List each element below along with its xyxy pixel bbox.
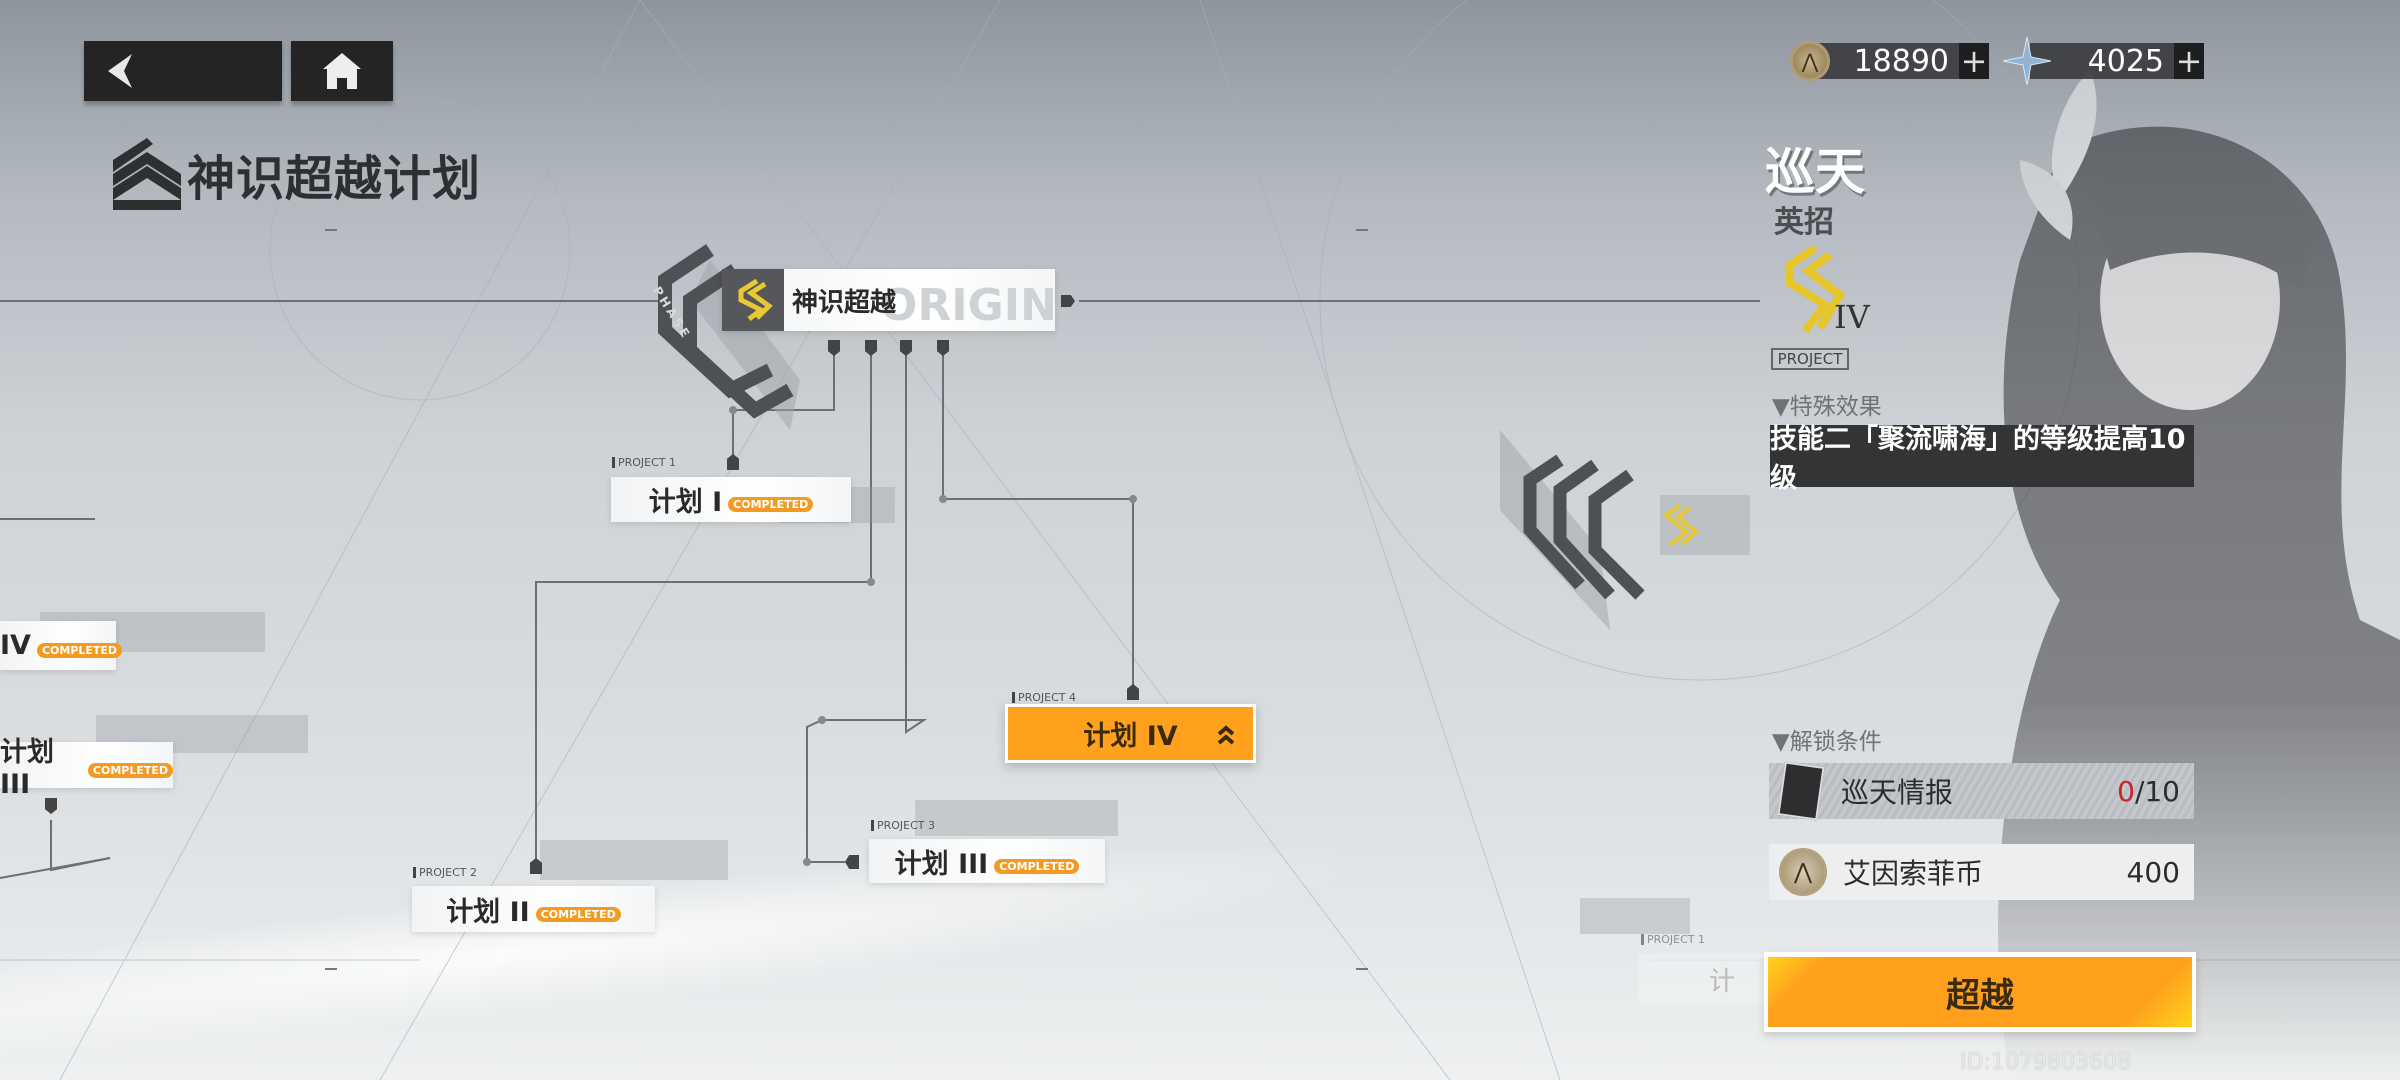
project-4-tag: PROJECT 4 [1012,692,1076,703]
connector-port [828,340,840,356]
coin-icon: ⋀ [1779,848,1827,896]
main-node-shenshi[interactable]: 神识超越 [722,269,1055,331]
unlock-item-intel[interactable]: 巡天情报 0/10 [1769,761,2194,821]
completed-badge: COMPLETED [994,858,1080,874]
project-1-node[interactable]: 计划 I COMPLETED [611,477,851,522]
add-coin-button[interactable]: + [1959,42,1989,80]
player-id: ID:1079803608 [1960,1050,2131,1075]
currency-crystal-bar: 4025 + [2030,42,2204,80]
home-icon [323,53,361,89]
connector-lines [0,300,1760,879]
special-effect-text: 技能二「聚流啸海」的等级提高10级 [1770,424,2194,494]
node-shadow [540,840,728,880]
project-1-tag: PROJECT 1 [612,457,676,468]
phase-logo-decoration [658,244,800,430]
character-portrait [1998,70,2400,1080]
faded-project-tag: PROJECT 1 [1641,934,1705,945]
faded-project-node: 计 [1639,954,1769,1004]
special-effect-header: ▼特殊效果 [1772,394,1882,420]
project-4-node-selected[interactable]: 计划 IV [1005,704,1256,763]
chevron-left-icon [108,54,132,88]
character-name: 巡天 [1765,143,1865,201]
coin-icon: ⋀ [1790,41,1830,81]
project-2-node[interactable]: 计划 II COMPLETED [412,886,655,932]
connector-port [865,340,877,356]
transcend-button[interactable]: 超越 [1768,957,2192,1027]
completed-badge: COMPLETED [36,643,123,658]
unlock-header: ▼解锁条件 [1772,729,1882,755]
project-2-tag: PROJECT 2 [413,867,477,878]
connector-port [1061,295,1075,307]
home-button[interactable] [291,41,393,101]
badge-numeral: IV [1834,298,1870,336]
intel-card-icon [1777,761,1825,821]
project-badge-label: PROJECT [1771,348,1849,370]
double-chevron-up-icon [1217,725,1235,745]
add-crystal-button[interactable]: + [2174,42,2204,80]
project-3-tag: PROJECT 3 [871,820,935,831]
project-3-node[interactable]: 计划 III COMPLETED [869,839,1105,883]
node-shadow [915,800,1118,836]
connector-port [900,340,912,356]
left-node-iii[interactable]: 计划 III COMPLETED [0,737,173,800]
project-iv-badge-icon [1786,244,1846,334]
connector-port [530,858,542,874]
node-shadow [1580,898,1690,934]
currency-coin-bar: 18890 + [1817,42,1989,80]
connector-port [727,454,739,470]
completed-badge: COMPLETED [87,762,173,778]
chevron-stack-icon [113,138,181,210]
unlock-item-coin[interactable]: ⋀ 艾因索菲币 400 [1769,844,2194,900]
connector-port [937,340,949,356]
star-crystal-icon [2003,37,2051,85]
page-title: 神识超越计划 [113,138,481,210]
character-subtitle: 英招 [1774,205,1834,240]
phase-logo-decoration-right [1500,430,1750,630]
ss-gold-icon [722,269,784,331]
left-node-iv[interactable]: IV COMPLETED [0,621,123,670]
completed-badge: COMPLETED [535,906,621,922]
connector-port [845,855,859,869]
connector-port [45,798,57,814]
completed-badge: COMPLETED [728,497,814,512]
back-button[interactable] [84,41,282,101]
connector-port [1127,684,1139,700]
